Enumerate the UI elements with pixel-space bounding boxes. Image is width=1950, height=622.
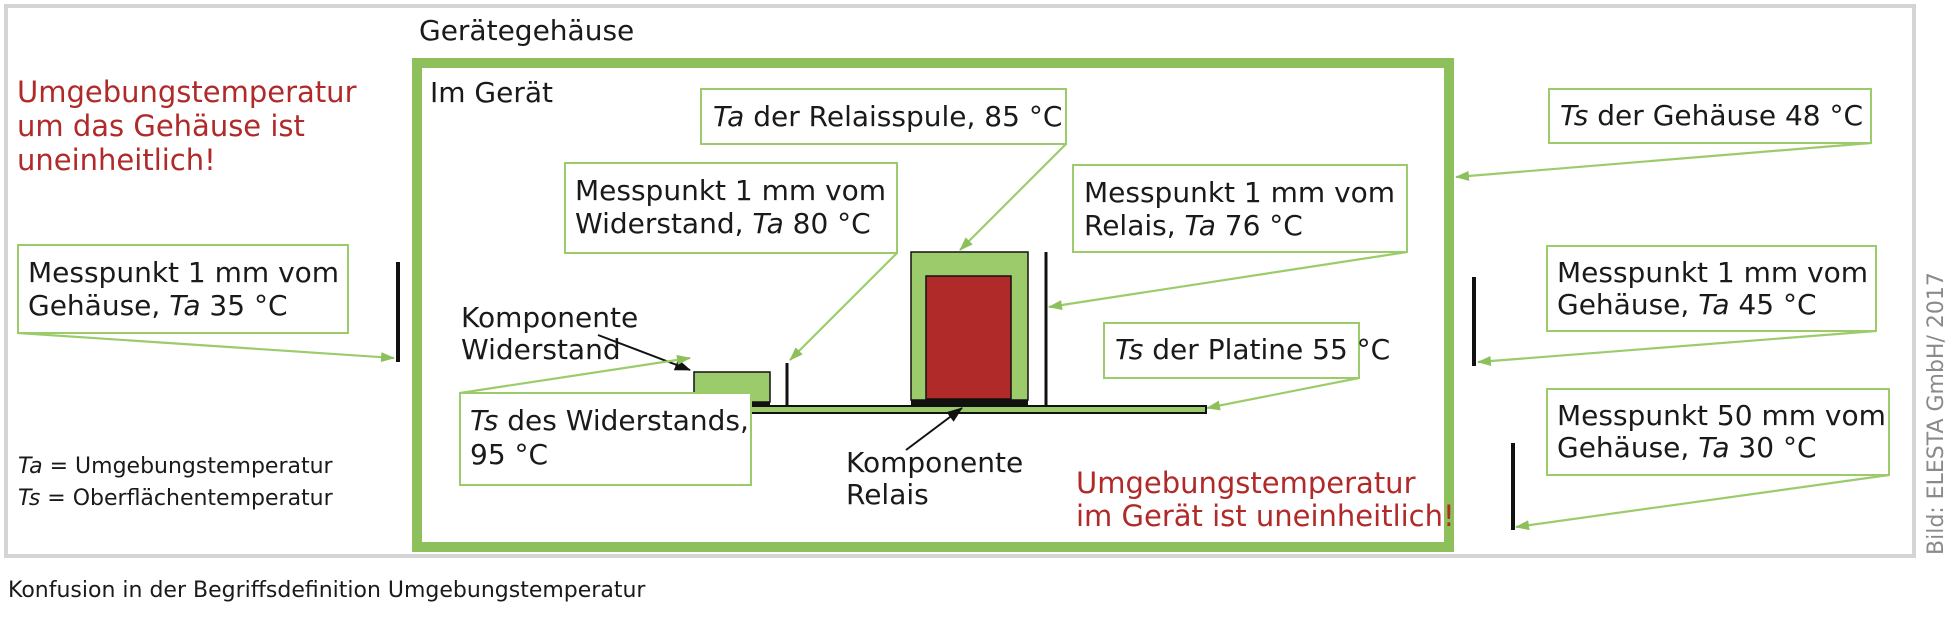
arrow-component-relay <box>905 407 963 451</box>
legend-ts: Ts = Oberflächentemperatur <box>18 486 334 511</box>
svg-text:Messpunkt 1 mm vom Gehäuse: Messpunkt 1 mm vom Gehäuse, Ta 45 °C <box>1557 256 1877 321</box>
arrow-right-ta-1mm <box>1477 329 1877 366</box>
svg-text:Ts der Platine 55 °C: Ts der Platine 55 °C <box>1115 333 1390 366</box>
figure-caption: Konfusion in der Begriffsdefinition Umge… <box>8 578 646 603</box>
arrow-board-ts <box>1206 376 1360 411</box>
component-resistor-label: Komponente Widerstand <box>461 301 647 366</box>
arrow-left-ta <box>17 331 395 363</box>
label-left-ta <box>17 244 349 334</box>
svg-text:Messpunkt 1 mm vom Gehäuse: Messpunkt 1 mm vom Gehäuse, Ta 35 °C <box>28 256 348 322</box>
svg-text:Ts des Widerstands, 95 °C: Ts des Widerstands, 95 °C <box>470 404 758 471</box>
label-right-ta-50mm <box>1546 388 1890 476</box>
legend-ta: Ta = Umgebungstemperatur <box>18 454 334 479</box>
svg-text:Messpunkt 1 mm vom Widerst: Messpunkt 1 mm vom Widerstand, Ta 80 °C <box>575 174 895 240</box>
svg-text:Messpunkt 50 mm vom Gehäus: Messpunkt 50 mm vom Gehäuse, Ta 30 °C <box>1557 399 1895 464</box>
component-relay-label: Komponente Relais <box>846 446 1032 511</box>
label-housing-ts <box>1548 88 1872 144</box>
circuit-board <box>678 405 1207 414</box>
label-board-ts <box>1103 322 1360 379</box>
arrow-resistor-ta <box>789 252 898 361</box>
label-relay-coil <box>700 88 1067 145</box>
arrow-housing-ts <box>1455 141 1872 181</box>
arrow-component-resistor <box>597 334 691 371</box>
device-housing <box>412 58 1454 552</box>
arrow-relay-coil <box>959 143 1067 251</box>
svg-text:Ts der Gehäuse 48 °C: Ts der Gehäuse 48 °C <box>1560 99 1863 132</box>
inner-title: Im Gerät <box>430 76 553 109</box>
ambient-outside-warning: Umgebungstemperatur um das Gehäuse ist u… <box>17 75 366 177</box>
arrow-relay-ta <box>1048 250 1408 310</box>
label-resistor-ts <box>459 392 752 486</box>
label-relay-ta <box>1072 164 1408 253</box>
outer-frame <box>4 4 1916 558</box>
ambient-inside-warning: Umgebungstemperatur im Gerät ist uneinhe… <box>1076 466 1455 533</box>
svg-text:Messpunkt 1 mm vom Relais,: Messpunkt 1 mm vom Relais, Ta 76 °C <box>1084 176 1404 242</box>
arrow-right-ta-50mm <box>1515 473 1890 531</box>
arrow-resistor-ts <box>459 355 691 395</box>
svg-text:Ta der Relaisspule, 85 °C: Ta der Relaisspule, 85 °C <box>713 100 1062 133</box>
label-resistor-ta <box>564 162 898 254</box>
housing-title: Gerätegehäuse <box>419 14 634 47</box>
image-credit: Bild: ELESTA GmbH/ 2017 <box>1924 272 1949 555</box>
relay-coil <box>925 275 1012 400</box>
label-right-ta-1mm <box>1546 245 1877 332</box>
